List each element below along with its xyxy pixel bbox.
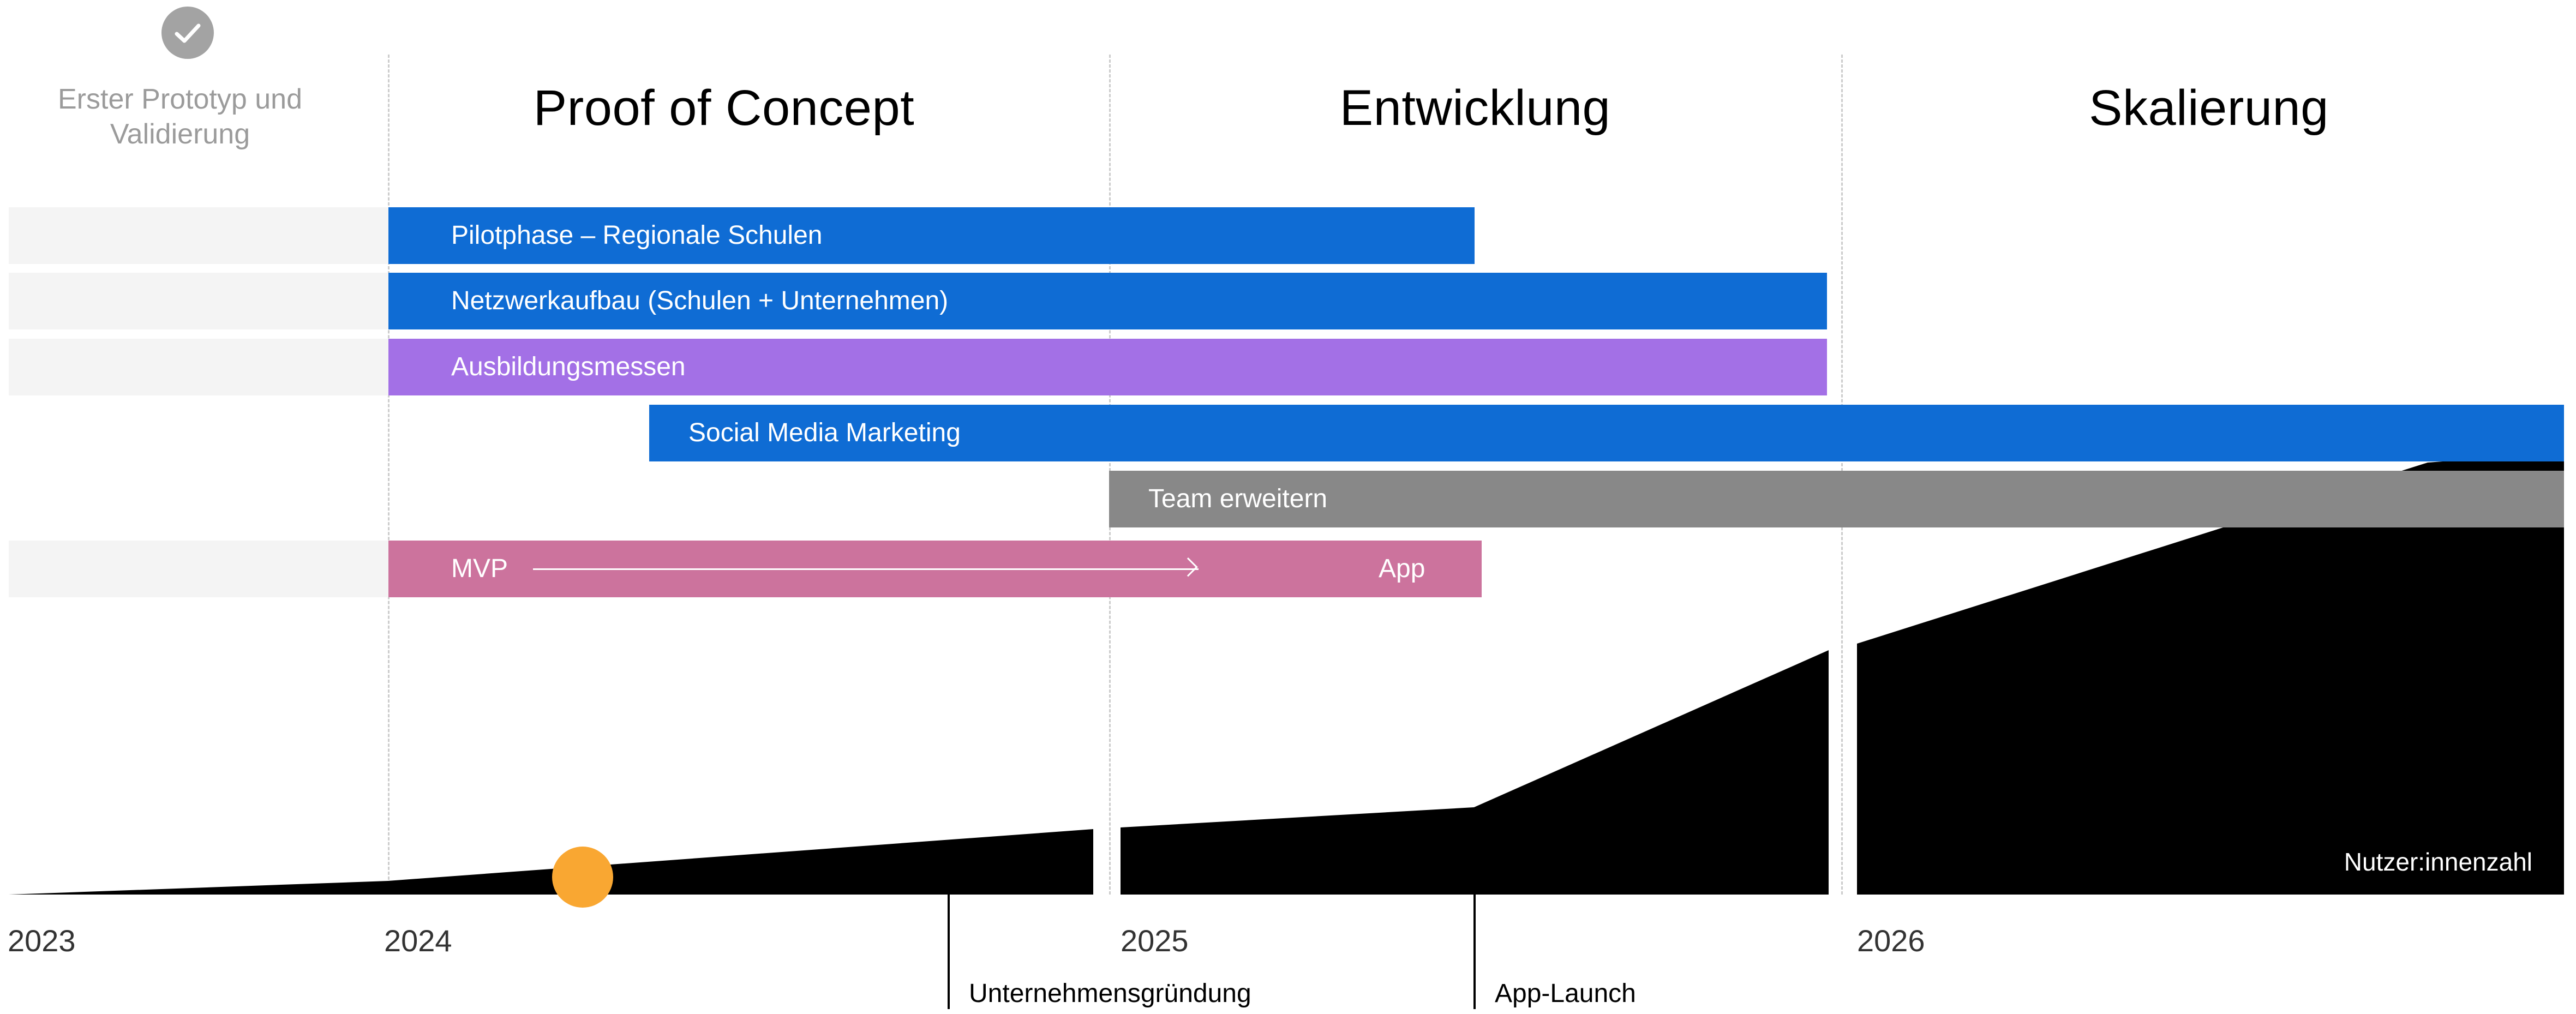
year-label: 2025 <box>1121 923 1189 958</box>
milestone-unternehmensgruendung: Unternehmensgründung <box>969 979 1251 1008</box>
bar-label: Pilotphase – Regionale Schulen <box>451 221 823 250</box>
row-background <box>9 339 388 395</box>
bar-label: MVP <box>451 554 508 583</box>
bar-mvp: MVP App <box>388 541 1482 597</box>
users-area-label: Nutzer:innenzahl <box>2344 848 2532 876</box>
phase-title-proof-of-concept: Proof of Concept <box>533 80 915 136</box>
bar-social-media-marketing: Social Media Marketing <box>649 405 2564 461</box>
year-label: 2023 <box>8 923 76 958</box>
pre-phase-label: Erster Prototyp und Validierung <box>58 83 302 150</box>
phase-title-skalierung: Skalierung <box>2089 80 2329 136</box>
bar-team-erweitern: Team erweitern <box>1109 471 2564 527</box>
milestone-line <box>1473 878 1476 1009</box>
phase-title-entwicklung: Entwicklung <box>1339 80 1611 136</box>
row-background <box>9 207 388 264</box>
bar-end-label: App <box>1379 554 1425 583</box>
phase-divider <box>388 55 390 895</box>
row-background <box>9 273 388 329</box>
milestone-line <box>948 878 950 1009</box>
bar-label: Social Media Marketing <box>688 418 961 447</box>
bar-netzwerkaufbau: Netzwerkaufbau (Schulen + Unternehmen) <box>388 273 1827 329</box>
year-label: 2026 <box>1857 923 1925 958</box>
users-area-segment-2026 <box>1857 453 2564 895</box>
milestone-app-launch: App-Launch <box>1495 979 1636 1008</box>
users-area-segment-2025 <box>1121 650 1829 895</box>
current-position-marker <box>552 847 613 908</box>
bar-ausbildungsmessen: Ausbildungsmessen <box>388 339 1827 395</box>
bar-pilotphase: Pilotphase – Regionale Schulen <box>388 207 1475 264</box>
row-background <box>9 541 388 597</box>
users-area-segment-2024 <box>9 829 1093 895</box>
arrow-right-icon <box>533 568 1199 570</box>
bar-label: Netzwerkaufbau (Schulen + Unternehmen) <box>451 286 949 315</box>
year-label: 2024 <box>384 923 452 958</box>
bar-label: Team erweitern <box>1148 484 1328 513</box>
checkmark-icon <box>161 7 214 59</box>
bar-label: Ausbildungsmessen <box>451 352 686 381</box>
